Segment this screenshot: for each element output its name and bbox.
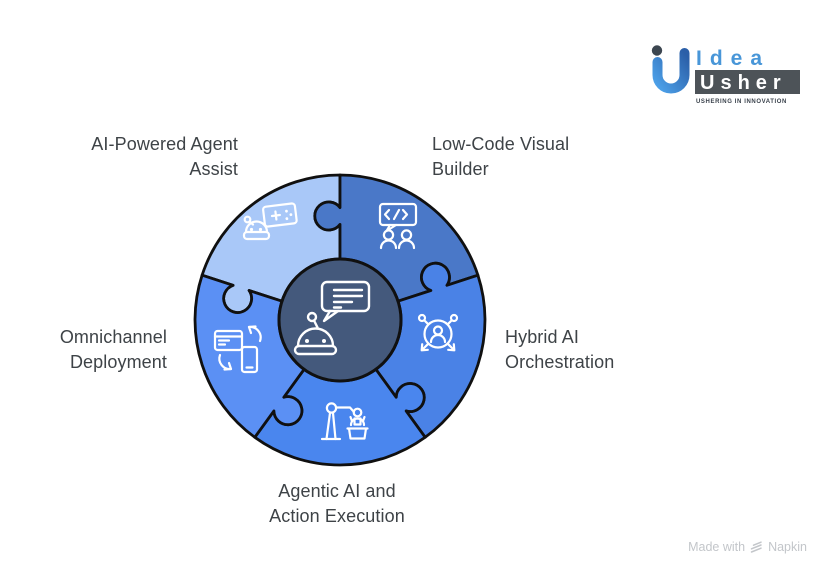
segment-omnichannel (193, 273, 306, 439)
napkin-icon (750, 540, 762, 553)
omnichannel-icon (213, 325, 262, 374)
logo-brand-box (695, 70, 800, 94)
label-line: AI-Powered Agent (91, 134, 238, 154)
agent-assist-icon (242, 202, 298, 241)
logo-brand-top: Idea (696, 47, 770, 70)
label-line: Omnichannel (59, 327, 167, 347)
agentic-execution-icon (320, 402, 369, 441)
made-with-text: Made with (688, 540, 746, 554)
logo-brand-bottom: Usher (700, 72, 787, 94)
label-line: Orchestration (505, 352, 615, 372)
label-line: Action Execution (269, 506, 405, 526)
logo-tagline: USHERING IN INNOVATION (696, 99, 787, 104)
puzzle-wheel (193, 173, 487, 467)
hybrid-orchestration-icon (417, 313, 459, 352)
label-line: Deployment (69, 352, 167, 372)
idea-usher-mark (651, 45, 690, 94)
label-low-code: Low-Code Visual Builder (432, 132, 632, 182)
label-omnichannel: Omnichannel Deployment (7, 325, 167, 375)
label-line: Agentic AI and (278, 481, 396, 501)
label-line: Hybrid AI (505, 327, 579, 347)
made-with-napkin: Made with Napkin (688, 540, 807, 554)
label-line: Builder (432, 159, 489, 179)
label-line: Low-Code Visual (432, 134, 570, 154)
napkin-brand-text: Napkin (768, 540, 807, 554)
label-hybrid-orchestration: Hybrid AI Orchestration (505, 325, 705, 375)
label-agent-assist: AI-Powered Agent Assist (38, 132, 238, 182)
idea-usher-logo: Idea Usher USHERING IN INNOVATION (651, 45, 800, 104)
label-agentic-execution: Agentic AI and Action Execution (217, 479, 457, 529)
low-code-icon (378, 202, 418, 250)
center-circle (277, 257, 403, 383)
label-line: Assist (189, 159, 238, 179)
chatbot-icon (293, 280, 371, 356)
